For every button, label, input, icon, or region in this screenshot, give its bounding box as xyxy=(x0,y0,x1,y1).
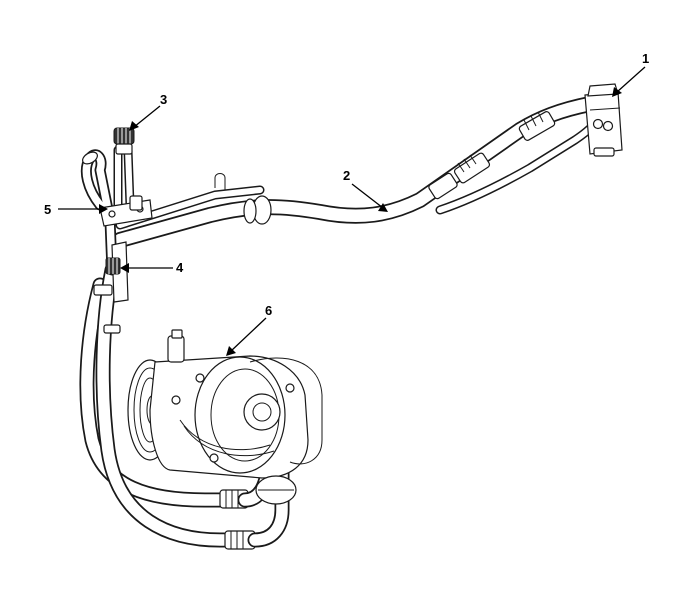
callout-label-6: 6 xyxy=(265,303,272,318)
callout-label-5: 5 xyxy=(44,202,51,217)
callout-3: 3 xyxy=(129,92,167,131)
discharge-line-sleeve xyxy=(428,111,556,200)
callout-5: 5 xyxy=(44,202,108,217)
callout-4: 4 xyxy=(120,260,184,275)
callout-1: 1 xyxy=(612,51,649,97)
callout-2: 2 xyxy=(343,168,388,212)
callout-6: 6 xyxy=(226,303,272,356)
callout-label-4: 4 xyxy=(176,260,184,275)
discharge-line xyxy=(112,96,605,248)
high-pressure-service-port xyxy=(113,127,135,155)
suction-hose xyxy=(79,262,290,550)
callout-label-2: 2 xyxy=(343,168,350,183)
left-tube-loop xyxy=(80,145,135,276)
ac-compressor xyxy=(127,329,323,505)
callout-label-1: 1 xyxy=(642,51,649,66)
pressure-switch xyxy=(105,241,129,303)
line-bracket xyxy=(99,195,153,227)
callout-label-3: 3 xyxy=(160,92,167,107)
